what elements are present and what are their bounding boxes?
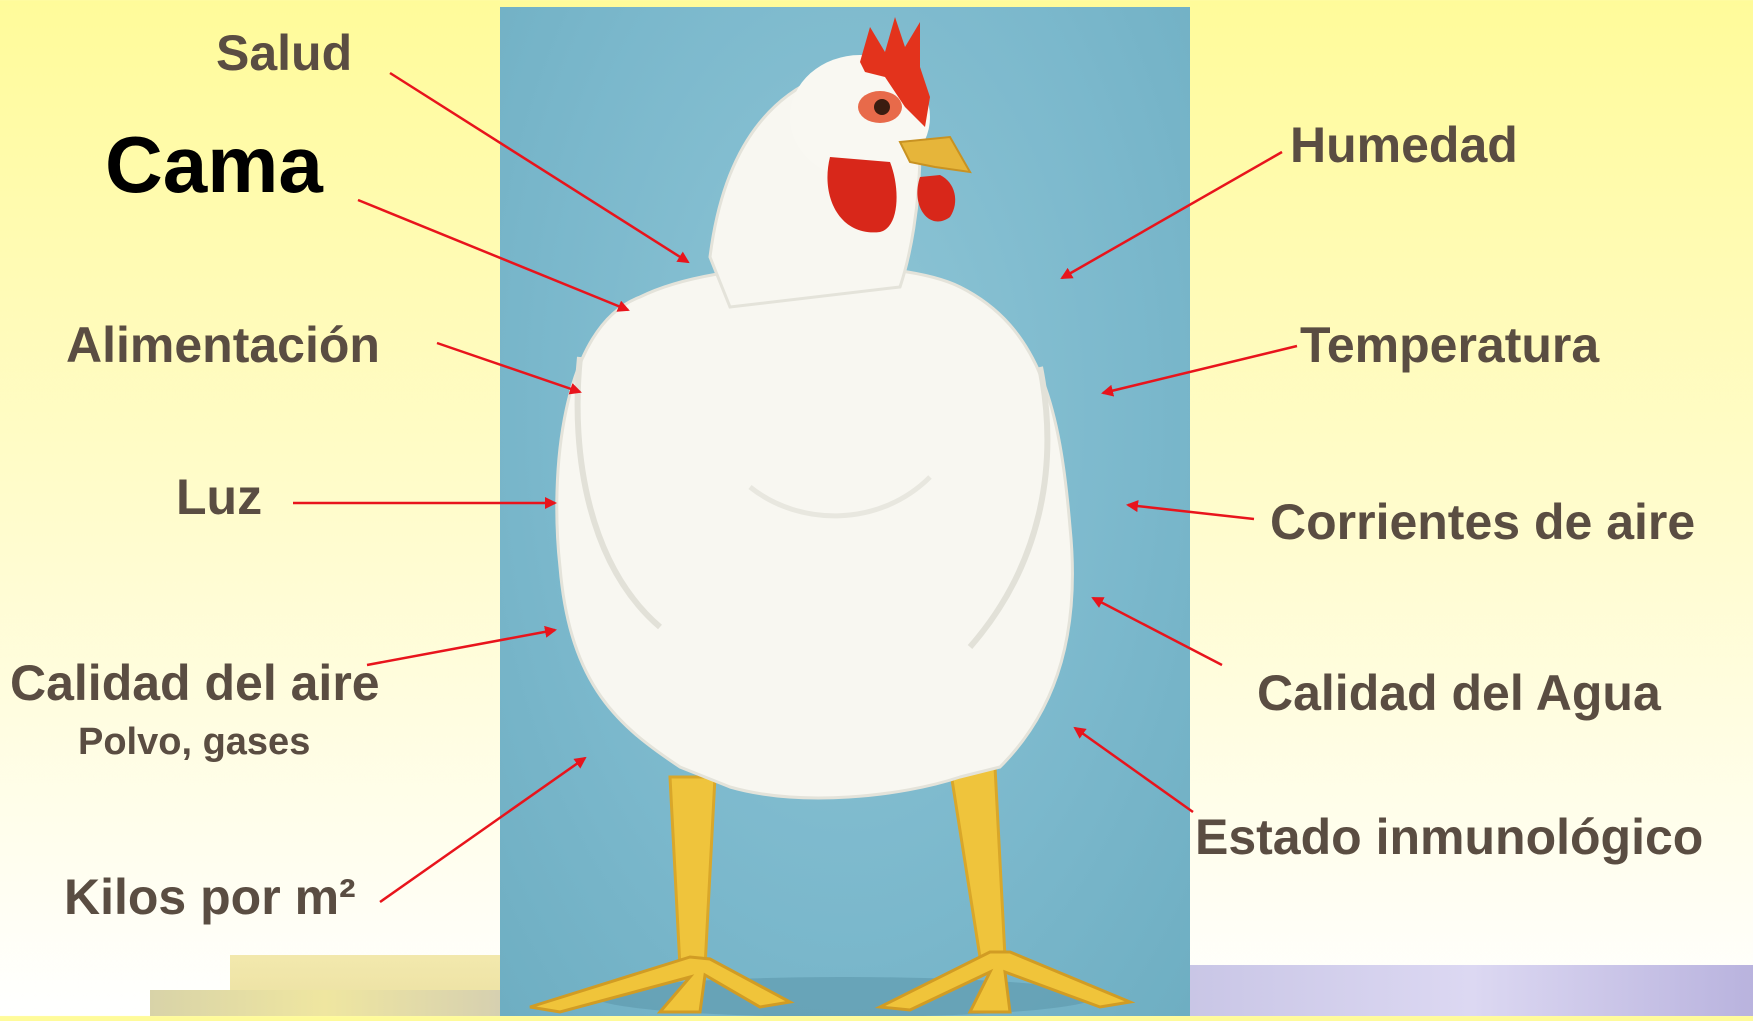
arrow-salud [390,73,688,262]
arrow-alimentacion [437,343,580,392]
arrow-estado [1075,728,1193,812]
arrow-cama [358,200,628,310]
arrow-calidad-agua [1093,598,1222,665]
arrow-temperatura [1103,346,1297,393]
arrow-humedad [1062,152,1282,278]
arrow-corrientes [1128,505,1254,519]
arrow-calidad-aire [367,630,555,665]
arrow-kilos [380,758,585,902]
